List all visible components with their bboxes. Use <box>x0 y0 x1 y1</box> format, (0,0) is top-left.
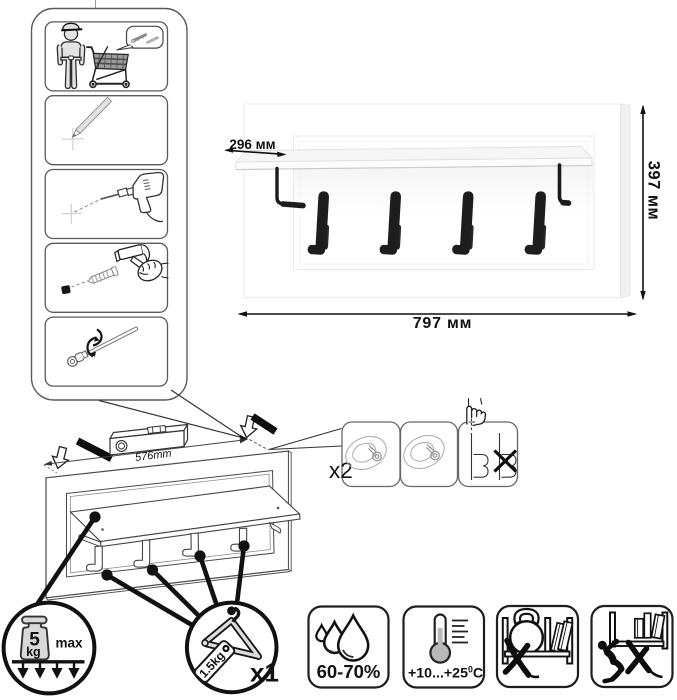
svg-text:x1: x1 <box>250 658 279 688</box>
svg-text:397 мм: 397 мм <box>645 161 663 221</box>
svg-text:kg: kg <box>26 645 41 659</box>
svg-text:max: max <box>56 636 84 651</box>
svg-text:5: 5 <box>29 630 40 651</box>
svg-text:797 мм: 797 мм <box>413 315 473 332</box>
svg-text:296 мм: 296 мм <box>229 137 275 152</box>
svg-text:+10...+250C: +10...+250C <box>408 665 483 682</box>
svg-text:60-70%: 60-70% <box>317 661 381 682</box>
svg-text:x2: x2 <box>329 458 353 483</box>
